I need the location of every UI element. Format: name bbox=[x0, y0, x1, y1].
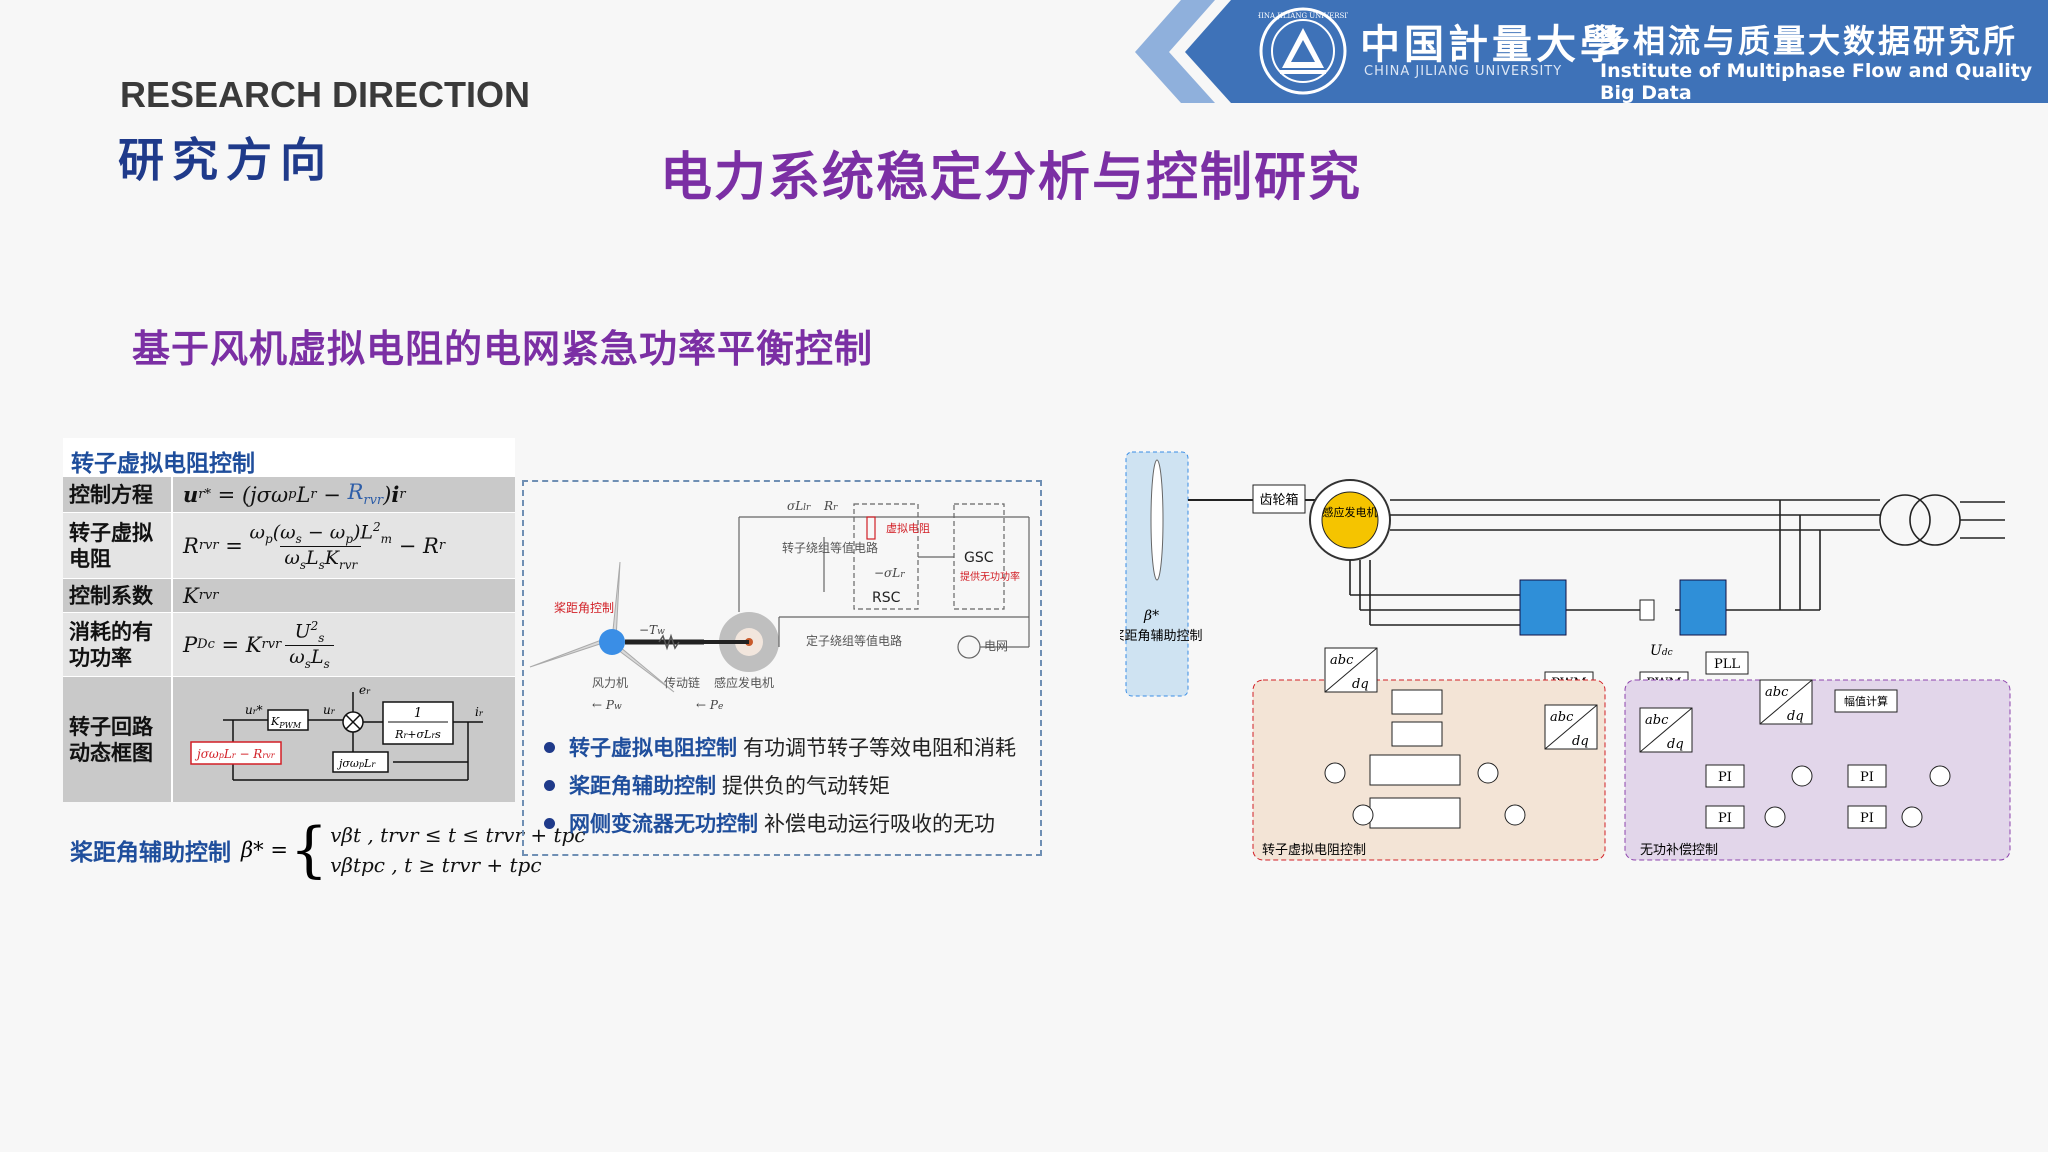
label-stator-eq: 定子绕组等值电路 bbox=[806, 633, 902, 648]
institute-name-en: Institute of Multiphase Flow and Quality… bbox=[1600, 60, 2033, 104]
svg-text:Rr+σLrs: Rr+σLrs bbox=[394, 728, 441, 741]
amplitude-calc-box: 幅值计算 bbox=[1844, 694, 1888, 708]
abc-label: abc bbox=[1550, 710, 1574, 725]
bullet-text: 有功调节转子等效电阻和消耗 bbox=[743, 736, 1016, 760]
section-title-en: RESEARCH DIRECTION bbox=[120, 74, 531, 115]
bullet-key: 网侧变流器无功控制 bbox=[569, 812, 758, 836]
bullet-text: 补偿电动运行吸收的无功 bbox=[764, 812, 995, 836]
dq-label: dq bbox=[1352, 677, 1369, 692]
gearbox-box: 齿轮箱 bbox=[1259, 492, 1298, 508]
svg-text:ur*: ur* bbox=[245, 703, 263, 717]
svg-text:Rr: Rr bbox=[823, 499, 838, 513]
pitch-label: 桨距角辅助控制 bbox=[70, 840, 231, 866]
bullet-item: 转子虚拟电阻控制有功调节转子等效电阻和消耗 bbox=[544, 732, 1016, 762]
bullet-key: 桨距角辅助控制 bbox=[569, 774, 716, 798]
pi-box: PI bbox=[1718, 770, 1732, 785]
page-subtitle: 基于风机虚拟电阻的电网紧急功率平衡控制 bbox=[132, 327, 874, 371]
label-virtual-r: 虚拟电阻 bbox=[886, 521, 930, 535]
generator-box: 感应发电机 bbox=[1323, 505, 1378, 519]
label-generator: 感应发电机 bbox=[714, 675, 774, 690]
header-banner bbox=[1135, 0, 2048, 103]
university-emblem-icon: CHINA JILIANG UNIVERSITY bbox=[1258, 7, 1348, 95]
pitch-formula: β* = { vβt , trvr ≤ t ≤ trvr + tpc vβtpc… bbox=[241, 815, 586, 885]
abc-label: abc bbox=[1765, 685, 1789, 700]
table-heading: 转子虚拟电阻控制 bbox=[63, 438, 515, 477]
svg-text:jσωpLr: jσωpLr bbox=[336, 757, 376, 770]
control-system-diagram: 桨距角辅助控制 β* 齿轮箱 感应发电机 bbox=[1120, 451, 2011, 861]
table-row: 转子回路动态框图 bbox=[63, 676, 515, 802]
svg-text:er: er bbox=[359, 683, 371, 697]
bullet-dot-icon bbox=[544, 741, 555, 753]
label-rotor-ctrl: 转子虚拟电阻控制 bbox=[1262, 843, 1366, 858]
label-reactive: 提供无功功率 bbox=[960, 570, 1020, 583]
pitch-eq-line2: vβtpc , t ≥ trvr + tpc bbox=[330, 853, 542, 877]
dq-label: dq bbox=[1572, 734, 1589, 749]
bullet-text: 提供负的气动转矩 bbox=[722, 774, 890, 798]
label-chain: 传动链 bbox=[664, 675, 700, 690]
row-key: 控制系数 bbox=[63, 579, 171, 612]
row-key: 消耗的有功功率 bbox=[63, 613, 171, 676]
svg-text:Udc: Udc bbox=[1650, 643, 1673, 659]
section-title-cn: 研究方向 bbox=[118, 133, 334, 187]
svg-text:← Pw: ← Pw bbox=[592, 698, 622, 712]
pitch-eq-line1: vβt , trvr ≤ t ≤ trvr + tpc bbox=[330, 823, 586, 847]
principle-panel: σLlr Rr 转子绕组等值电路 虚拟电阻 −σLr RSC GSC 提供无功功… bbox=[522, 480, 1042, 856]
svg-text:β*: β* bbox=[1143, 608, 1159, 624]
pitch-assist-equation: 桨距角辅助控制 β* = { vβt , trvr ≤ t ≤ trvr + t… bbox=[70, 820, 586, 880]
pll-box: PLL bbox=[1714, 657, 1740, 672]
pitch-eq-lhs: β* = bbox=[241, 838, 288, 862]
dq-label: dq bbox=[1787, 709, 1804, 724]
label-reactive-ctrl: 无功补偿控制 bbox=[1640, 843, 1718, 858]
emblem-ring-text: CHINA JILIANG UNIVERSITY bbox=[1258, 12, 1348, 20]
label-pitch-assist: 桨距角辅助控制 bbox=[1120, 628, 1203, 644]
page-title: 电力系统稳定分析与控制研究 bbox=[660, 148, 1363, 208]
row-key: 转子回路动态框图 bbox=[63, 677, 171, 802]
university-name-en: CHINA JILIANG UNIVERSITY bbox=[1364, 64, 1563, 79]
svg-text:−Tw: −Tw bbox=[639, 623, 665, 637]
wind-turbine-icon bbox=[529, 561, 675, 693]
label-gsc: GSC bbox=[964, 550, 994, 566]
pi-box: PI bbox=[1718, 811, 1732, 826]
label-grid: 电网 bbox=[984, 639, 1008, 653]
institute-name-cn: 多相流与质量大数据研究所 bbox=[1598, 22, 2019, 60]
label-turbine: 风力机 bbox=[592, 676, 628, 690]
svg-text:jσωpLr − Rrvr: jσωpLr − Rrvr bbox=[194, 747, 276, 761]
svg-text:σLlr: σLlr bbox=[787, 499, 811, 513]
svg-text:−σLr: −σLr bbox=[874, 566, 905, 580]
university-name-cn: 中国計量大學 bbox=[1360, 22, 1624, 68]
abc-label: abc bbox=[1330, 653, 1354, 668]
bullet-item: 桨距角辅助控制提供负的气动转矩 bbox=[544, 770, 890, 800]
row-key: 转子虚拟电阻 bbox=[63, 513, 171, 578]
label-rotor-eq: 转子绕组等值电路 bbox=[782, 540, 878, 555]
row-key: 控制方程 bbox=[63, 477, 171, 512]
bullet-item: 网侧变流器无功控制补偿电动运行吸收的无功 bbox=[544, 808, 995, 838]
pi-box: PI bbox=[1860, 811, 1874, 826]
svg-text:ur: ur bbox=[323, 703, 336, 717]
rotor-block-diagram: KPWM 1 Rr+σLrs jσωpLr jσωpLr − Rrvr ur* … bbox=[171, 677, 515, 802]
abc-label: abc bbox=[1645, 713, 1669, 728]
bullet-dot-icon bbox=[544, 817, 555, 829]
svg-text:← Pe: ← Pe bbox=[696, 698, 723, 712]
bullet-dot-icon bbox=[544, 779, 555, 791]
turbine-circuit-diagram: σLlr Rr 转子绕组等值电路 虚拟电阻 −σLr RSC GSC 提供无功功… bbox=[529, 499, 1030, 712]
pi-box: PI bbox=[1860, 770, 1874, 785]
bullet-key: 转子虚拟电阻控制 bbox=[569, 736, 737, 760]
dq-label: dq bbox=[1667, 737, 1684, 752]
svg-text:1: 1 bbox=[414, 706, 422, 721]
label-rsc: RSC bbox=[872, 590, 901, 606]
label-pitch-ctrl: 桨距角控制 bbox=[554, 601, 614, 615]
svg-text:ir: ir bbox=[475, 705, 484, 719]
